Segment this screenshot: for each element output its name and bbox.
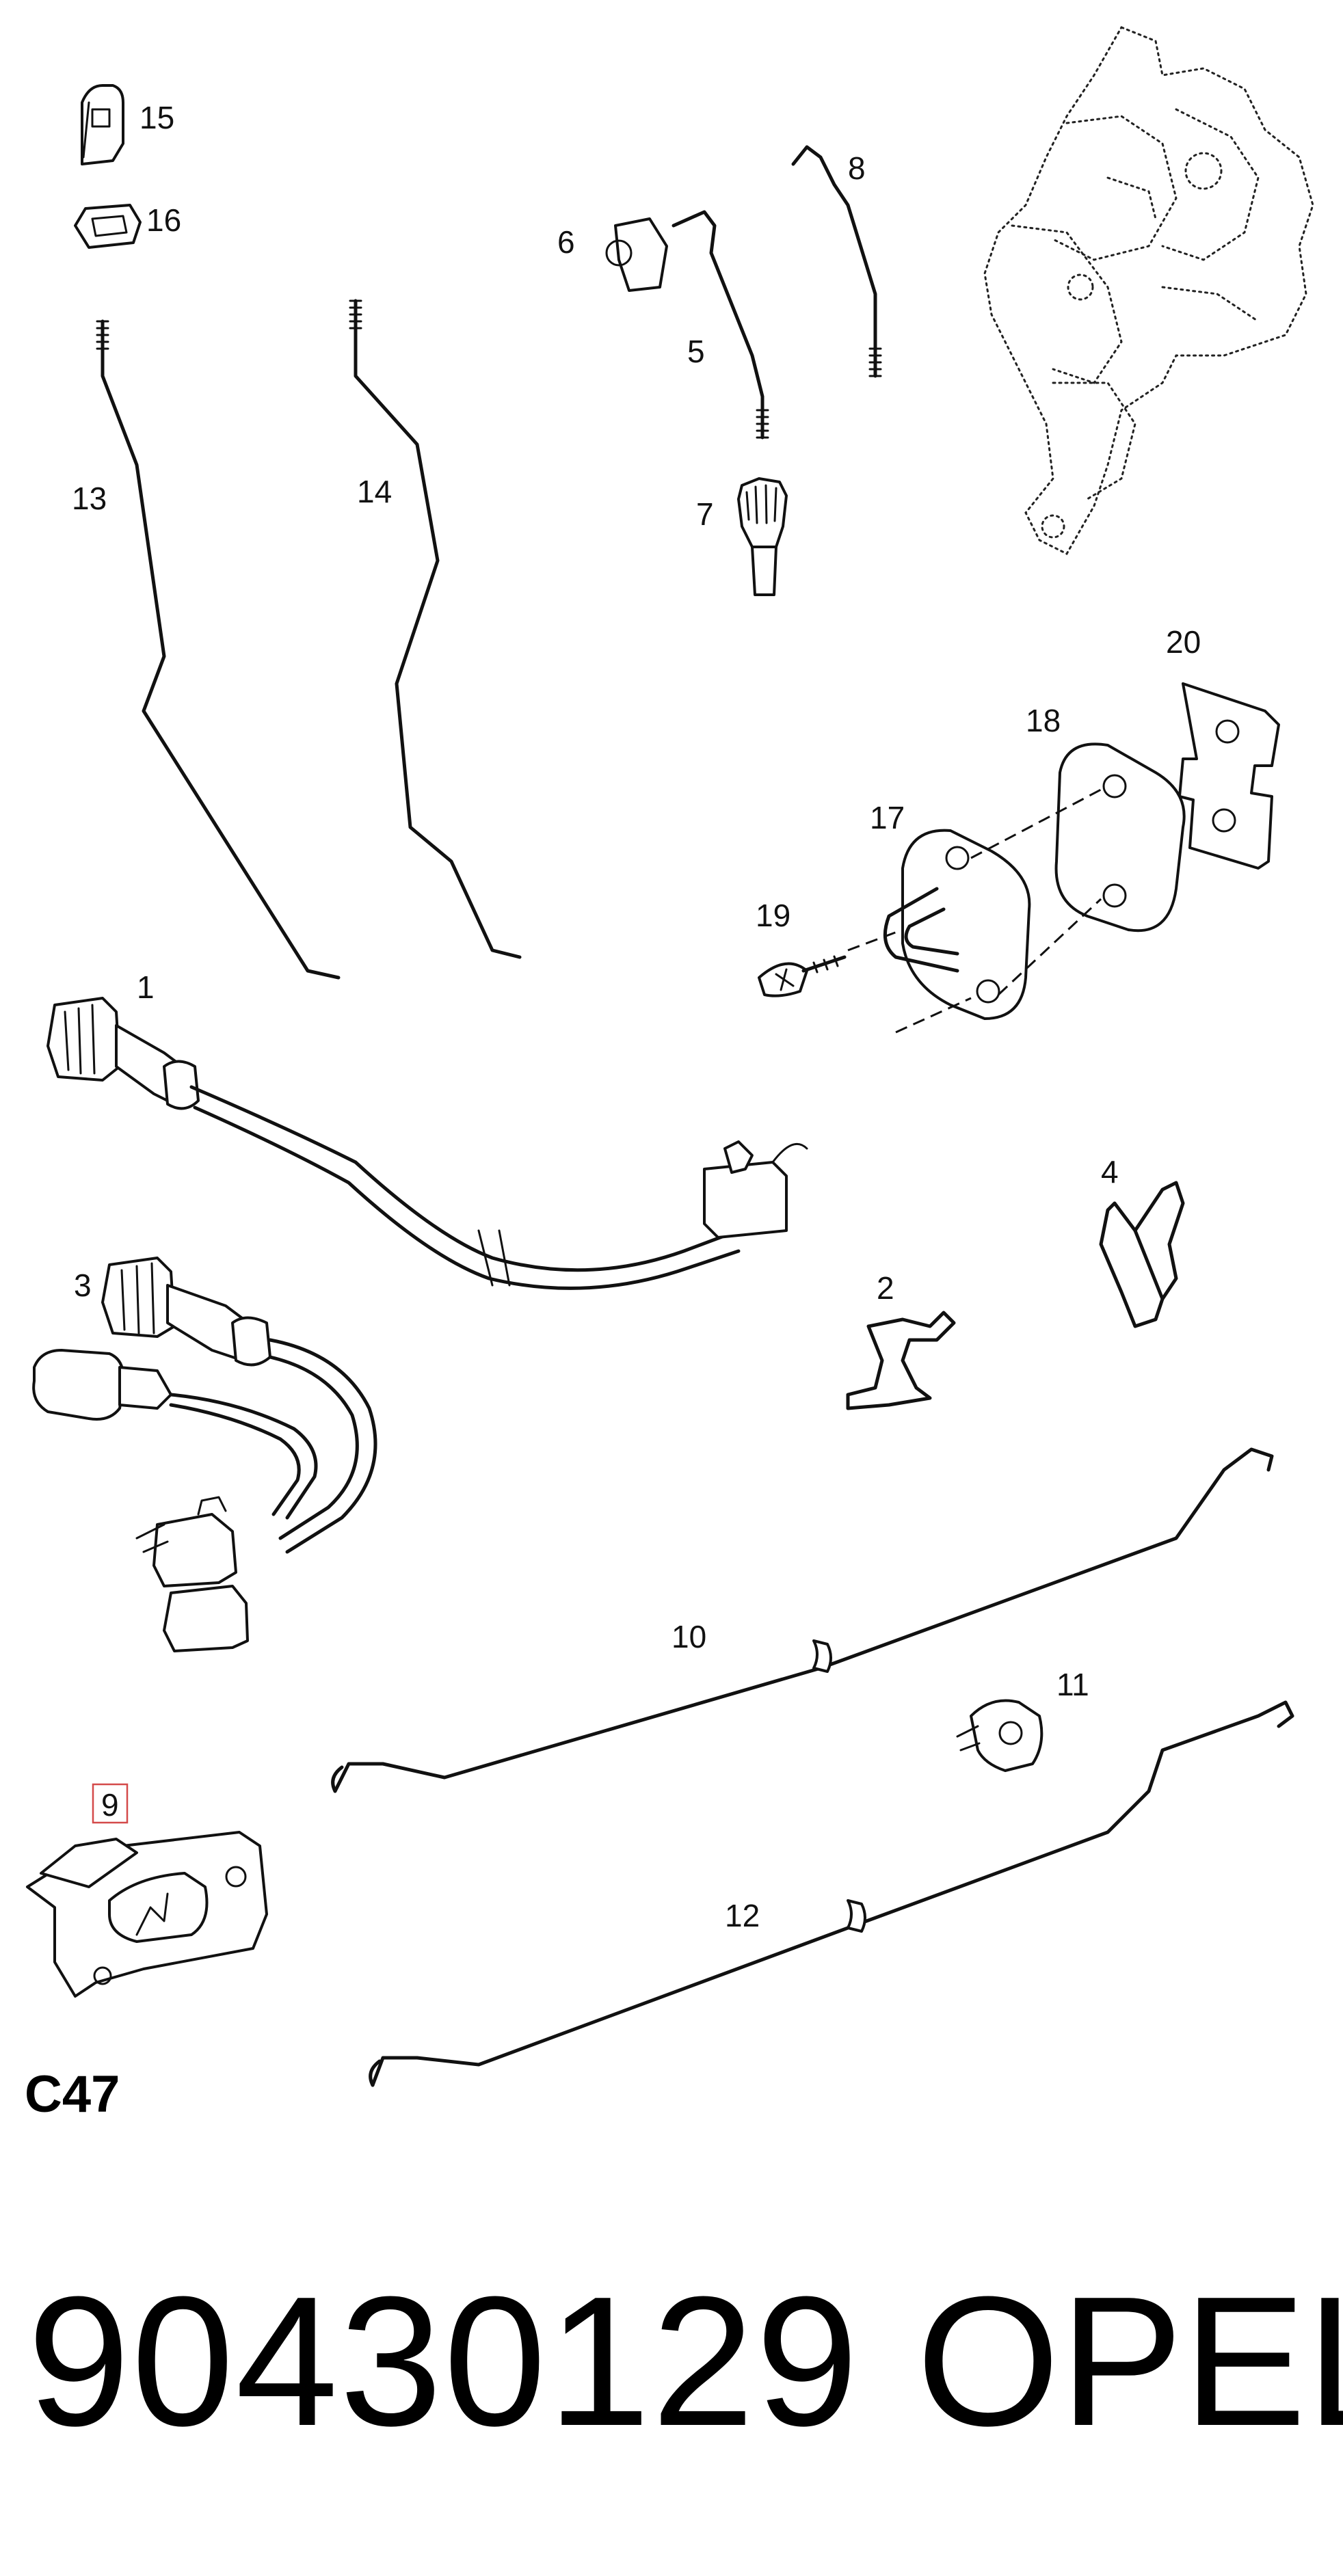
part-7-knob: [737, 477, 788, 596]
callout-5: 5: [687, 334, 705, 369]
callout-15: 15: [139, 100, 174, 135]
part-3-wiring-harness: [32, 1257, 377, 1652]
part-13-rod: [96, 319, 341, 980]
callout-12: 12: [725, 1898, 760, 1933]
callout-4: 4: [1101, 1154, 1119, 1190]
callout-2: 2: [877, 1270, 894, 1306]
part-2-spring-clip: [846, 1311, 956, 1410]
callout-3: 3: [74, 1267, 92, 1303]
callout-9-highlight-box: [92, 1783, 129, 1824]
alignment-lines: [847, 788, 1102, 1034]
part-5-rod: [672, 210, 769, 440]
callout-7: 7: [696, 496, 714, 532]
callout-16: 16: [146, 202, 181, 238]
part-12-rod: [369, 1700, 1294, 2087]
part-20-backing-plate: [1178, 682, 1280, 870]
callout-17: 17: [870, 800, 905, 835]
callout-6: 6: [557, 224, 575, 260]
part-16-grommet: [74, 204, 142, 249]
part-9-handle-housing: [26, 1831, 268, 1998]
part-6-clip: [605, 217, 668, 292]
part-15-clip: [81, 84, 124, 165]
callout-9: 9: [101, 1787, 119, 1823]
part-19-screw: [758, 955, 847, 997]
callout-11: 11: [1056, 1667, 1089, 1702]
part-4-retaining-clip: [1099, 1181, 1185, 1328]
callout-19: 19: [756, 898, 790, 933]
callout-14: 14: [357, 474, 392, 509]
callout-1: 1: [137, 969, 155, 1005]
part-8-rod: [791, 145, 882, 378]
callout-18: 18: [1026, 703, 1061, 738]
part-11-rod-clip: [956, 1699, 1043, 1772]
part-1-wiring-harness: [46, 997, 808, 1290]
part-number: 90430129: [27, 2259, 860, 2465]
callout-10: 10: [672, 1619, 706, 1654]
brand-name: OPEL: [916, 2259, 1343, 2465]
part-17-striker: [883, 829, 1031, 1020]
callout-13: 13: [72, 481, 107, 516]
part-14-rod: [349, 299, 522, 959]
drawing-code: C47: [25, 2065, 120, 2123]
callout-8: 8: [848, 150, 866, 186]
part-10-rod: [331, 1447, 1274, 1793]
callout-labels: 1 2 3 4 5 6 7 8 9 10 11 12 13 14 15 16 1…: [72, 100, 1201, 1933]
part-18-shim-plate: [1054, 742, 1186, 933]
callout-20: 20: [1166, 624, 1201, 660]
door-lock-assembly: [983, 26, 1314, 555]
